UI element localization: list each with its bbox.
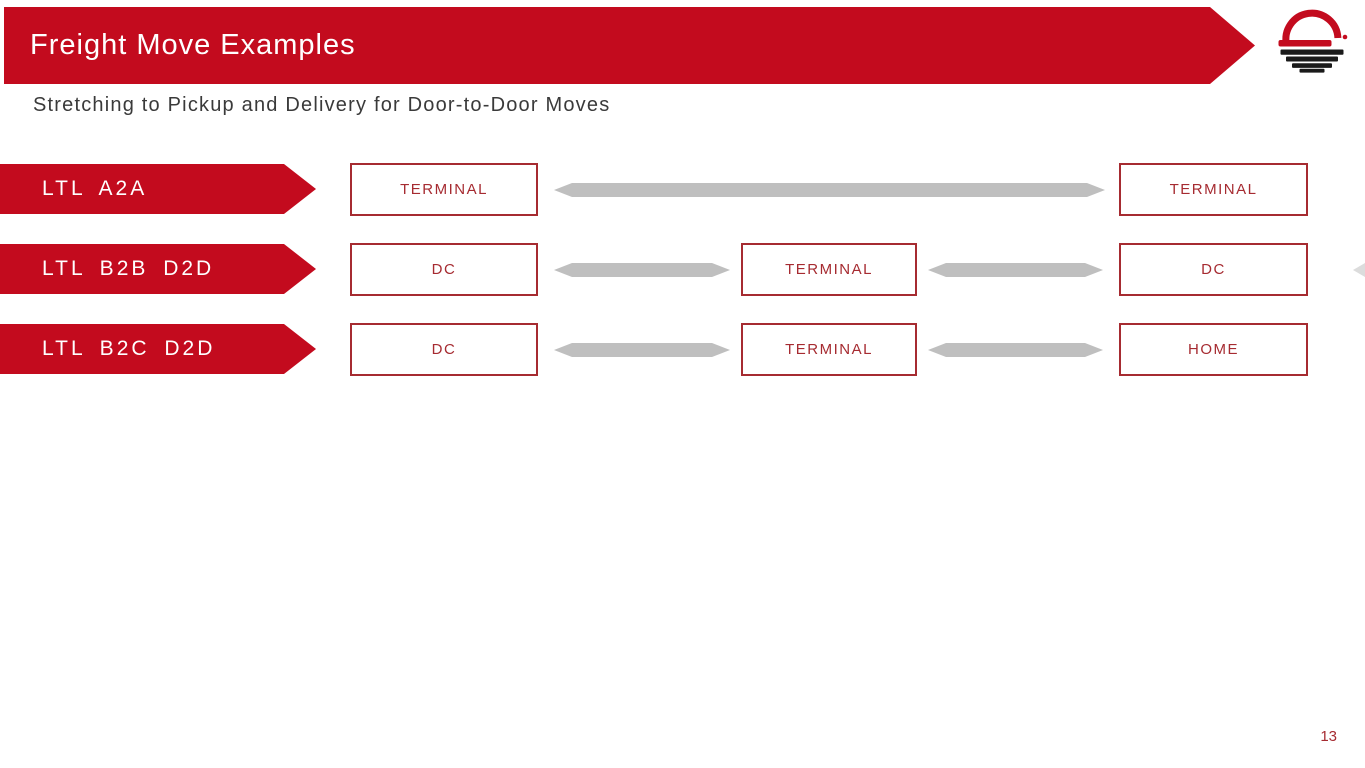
flow-arrow-row3-left xyxy=(554,343,730,357)
node-end-row2: DC xyxy=(1119,243,1308,296)
flow-arrow-row2-left xyxy=(554,263,730,277)
flow-arrow-row1 xyxy=(554,183,1105,197)
title-banner: Freight Move Examples xyxy=(4,7,1255,84)
node-start-row2: DC xyxy=(350,243,538,296)
node-start-row3: DC xyxy=(350,323,538,376)
company-logo-icon xyxy=(1278,9,1348,73)
offslide-arrow-tip xyxy=(1353,263,1365,277)
node-start-row1: TERMINAL xyxy=(350,163,538,216)
row-label-ltl-a2a: LTL A2A xyxy=(0,164,316,214)
flow-arrow-row2-right xyxy=(928,263,1103,277)
node-end-row1: TERMINAL xyxy=(1119,163,1308,216)
node-end-row3: HOME xyxy=(1119,323,1308,376)
node-middle-row2: TERMINAL xyxy=(741,243,917,296)
node-middle-row3: TERMINAL xyxy=(741,323,917,376)
flow-arrow-row3-right xyxy=(928,343,1103,357)
page-title: Freight Move Examples xyxy=(30,29,356,61)
slide-subtitle: Stretching to Pickup and Delivery for Do… xyxy=(33,94,611,116)
row-label-ltl-b2b-d2d: LTL B2B D2D xyxy=(0,244,316,294)
row-label-ltl-b2c-d2d: LTL B2C D2D xyxy=(0,324,316,374)
page-number: 13 xyxy=(1320,728,1337,745)
